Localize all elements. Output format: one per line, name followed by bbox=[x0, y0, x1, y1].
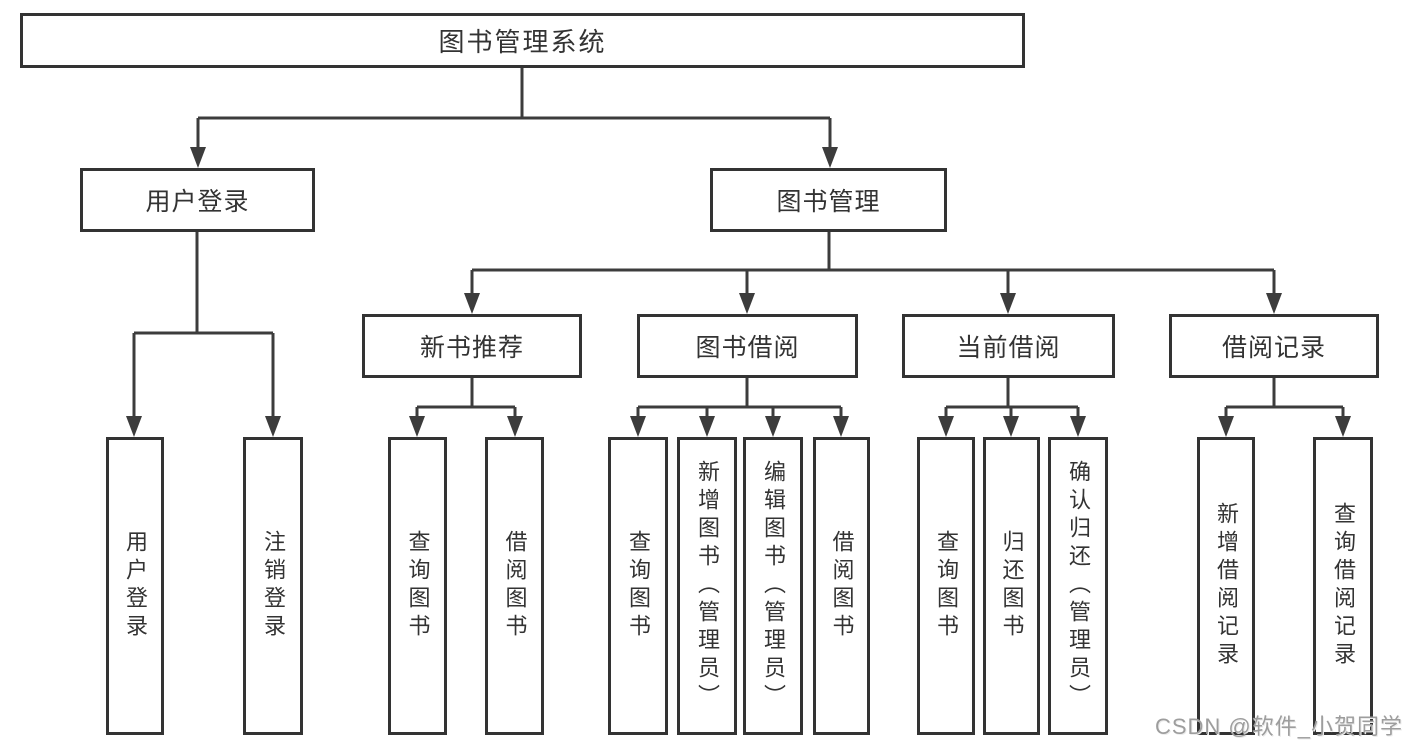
node-current-query-books: 查询图书 bbox=[917, 437, 975, 735]
node-borrow-query-books: 查询图书 bbox=[608, 437, 668, 735]
arrowhead-down-icon bbox=[1218, 416, 1351, 437]
node-current-borrow: 当前借阅 bbox=[902, 314, 1115, 378]
node-borrow-records: 借阅记录 bbox=[1169, 314, 1379, 378]
connector-recommend-subtree bbox=[409, 378, 523, 437]
arrowhead-down-icon bbox=[938, 416, 1086, 437]
node-borrow-borrow-books: 借阅图书 bbox=[813, 437, 870, 735]
arrowhead-down-icon bbox=[409, 416, 523, 437]
node-current-confirm-return-admin: 确认归还（管理员） bbox=[1048, 437, 1108, 735]
node-user-login-leaf: 用户登录 bbox=[106, 437, 164, 735]
node-book-borrow: 图书借阅 bbox=[637, 314, 858, 378]
connector-current-subtree bbox=[938, 378, 1086, 437]
arrowhead-down-icon bbox=[190, 147, 838, 168]
node-book-management: 图书管理 bbox=[710, 168, 947, 232]
connector-book-mgmt-to-level3 bbox=[464, 232, 1282, 314]
node-borrow-add-books-admin: 新增图书（管理员） bbox=[677, 437, 737, 735]
connector-user-login-subtree bbox=[126, 232, 281, 437]
node-new-book-recommend: 新书推荐 bbox=[362, 314, 582, 378]
node-borrow-edit-books-admin: 编辑图书（管理员） bbox=[743, 437, 803, 735]
node-recommend-borrow-books: 借阅图书 bbox=[485, 437, 544, 735]
node-records-add-record: 新增借阅记录 bbox=[1197, 437, 1255, 735]
node-recommend-query-books: 查询图书 bbox=[388, 437, 447, 735]
connector-records-subtree bbox=[1218, 378, 1351, 437]
node-records-query-record: 查询借阅记录 bbox=[1313, 437, 1373, 735]
arrowhead-down-icon bbox=[464, 293, 1282, 314]
connector-root-to-level2 bbox=[190, 68, 838, 168]
node-current-return-books: 归还图书 bbox=[983, 437, 1040, 735]
connector-borrow-subtree bbox=[630, 378, 849, 437]
node-library-system: 图书管理系统 bbox=[20, 13, 1025, 68]
node-user-login: 用户登录 bbox=[80, 168, 315, 232]
arrowhead-down-icon bbox=[126, 416, 281, 437]
arrowhead-down-icon bbox=[630, 416, 849, 437]
node-logout-leaf: 注销登录 bbox=[243, 437, 303, 735]
